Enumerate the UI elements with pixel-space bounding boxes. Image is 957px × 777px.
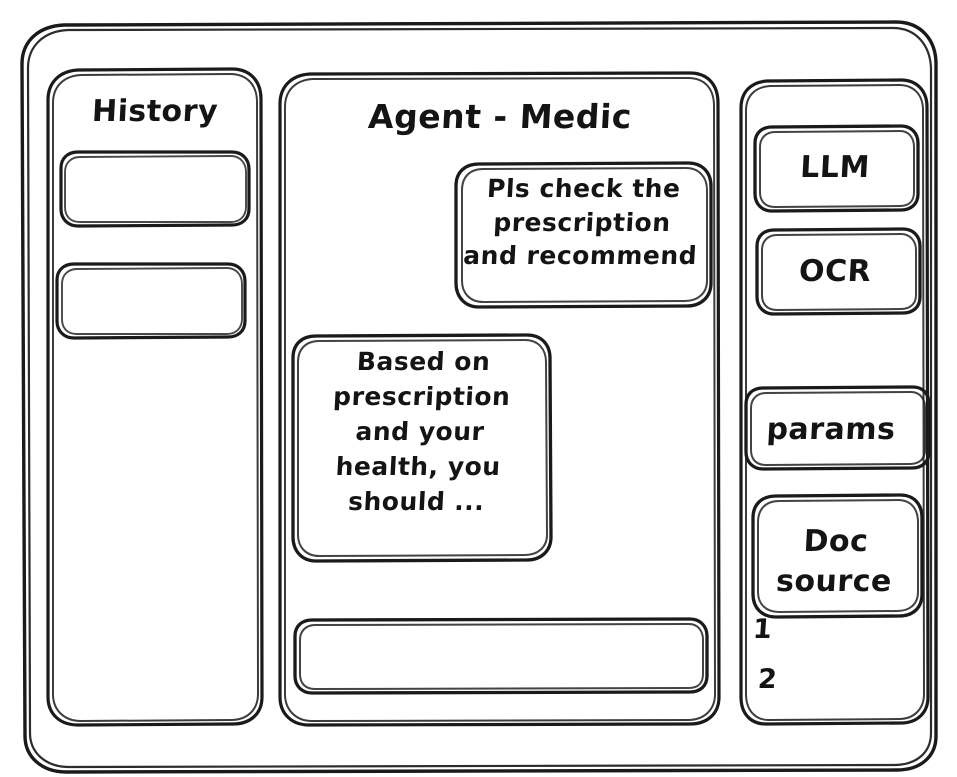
user-message-text: Pls check the prescription and recommend — [462, 174, 698, 270]
assistant-message-text: Based on prescription and your health, y… — [332, 347, 512, 516]
doc-source-item-2[interactable]: 2 — [756, 664, 778, 695]
tool-label-doc-source: Doc source — [775, 524, 893, 599]
tool-label-params: params — [765, 412, 897, 447]
composer-input[interactable] — [295, 619, 707, 693]
tool-label-llm: LLM — [799, 150, 871, 185]
tool-label-ocr: OCR — [798, 254, 872, 289]
page-title: Agent - Medic — [367, 97, 633, 136]
doc-source-item-1[interactable]: 1 — [751, 614, 773, 645]
sidebar-item-1[interactable] — [57, 264, 245, 338]
sidebar-item-0[interactable] — [61, 152, 249, 226]
sidebar-title: History — [91, 94, 219, 129]
